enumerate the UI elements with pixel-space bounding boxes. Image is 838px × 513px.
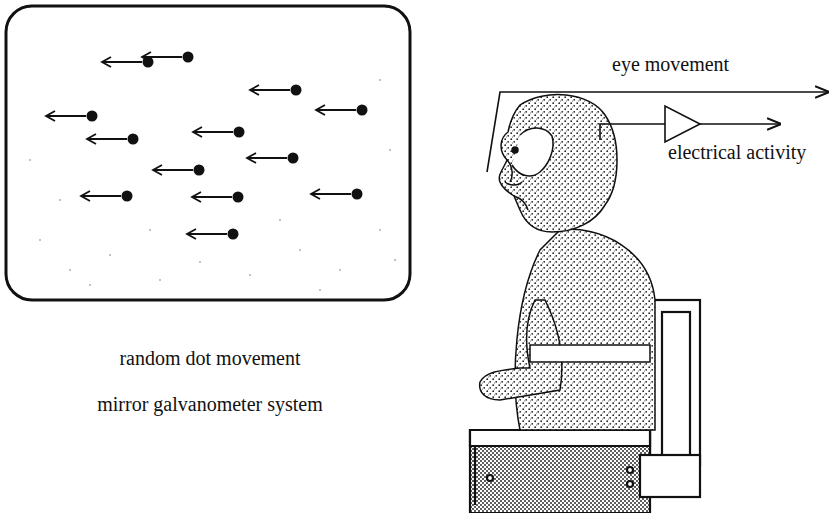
screen xyxy=(6,6,410,300)
eye-lead xyxy=(487,92,828,172)
moving-dot xyxy=(316,105,368,116)
amplifier xyxy=(600,106,780,142)
moving-dot xyxy=(247,153,299,164)
moving-dot xyxy=(311,189,363,200)
moving-dot xyxy=(46,111,98,122)
moving-dot xyxy=(192,192,244,203)
moving-dot xyxy=(187,229,239,240)
caption-label: random dot movement xyxy=(119,346,300,370)
moving-dot xyxy=(102,57,154,68)
signal-label: electrical activity xyxy=(668,140,806,164)
moving-dot xyxy=(250,85,302,96)
moving-dot xyxy=(81,191,133,202)
moving-dots xyxy=(46,52,368,240)
moving-dot xyxy=(153,165,205,176)
caption-label: mirror galvanometer system xyxy=(97,392,323,416)
moving-dot xyxy=(87,134,139,145)
moving-dot xyxy=(193,127,245,138)
signal-label: eye movement xyxy=(612,52,729,76)
monkey xyxy=(480,95,655,430)
